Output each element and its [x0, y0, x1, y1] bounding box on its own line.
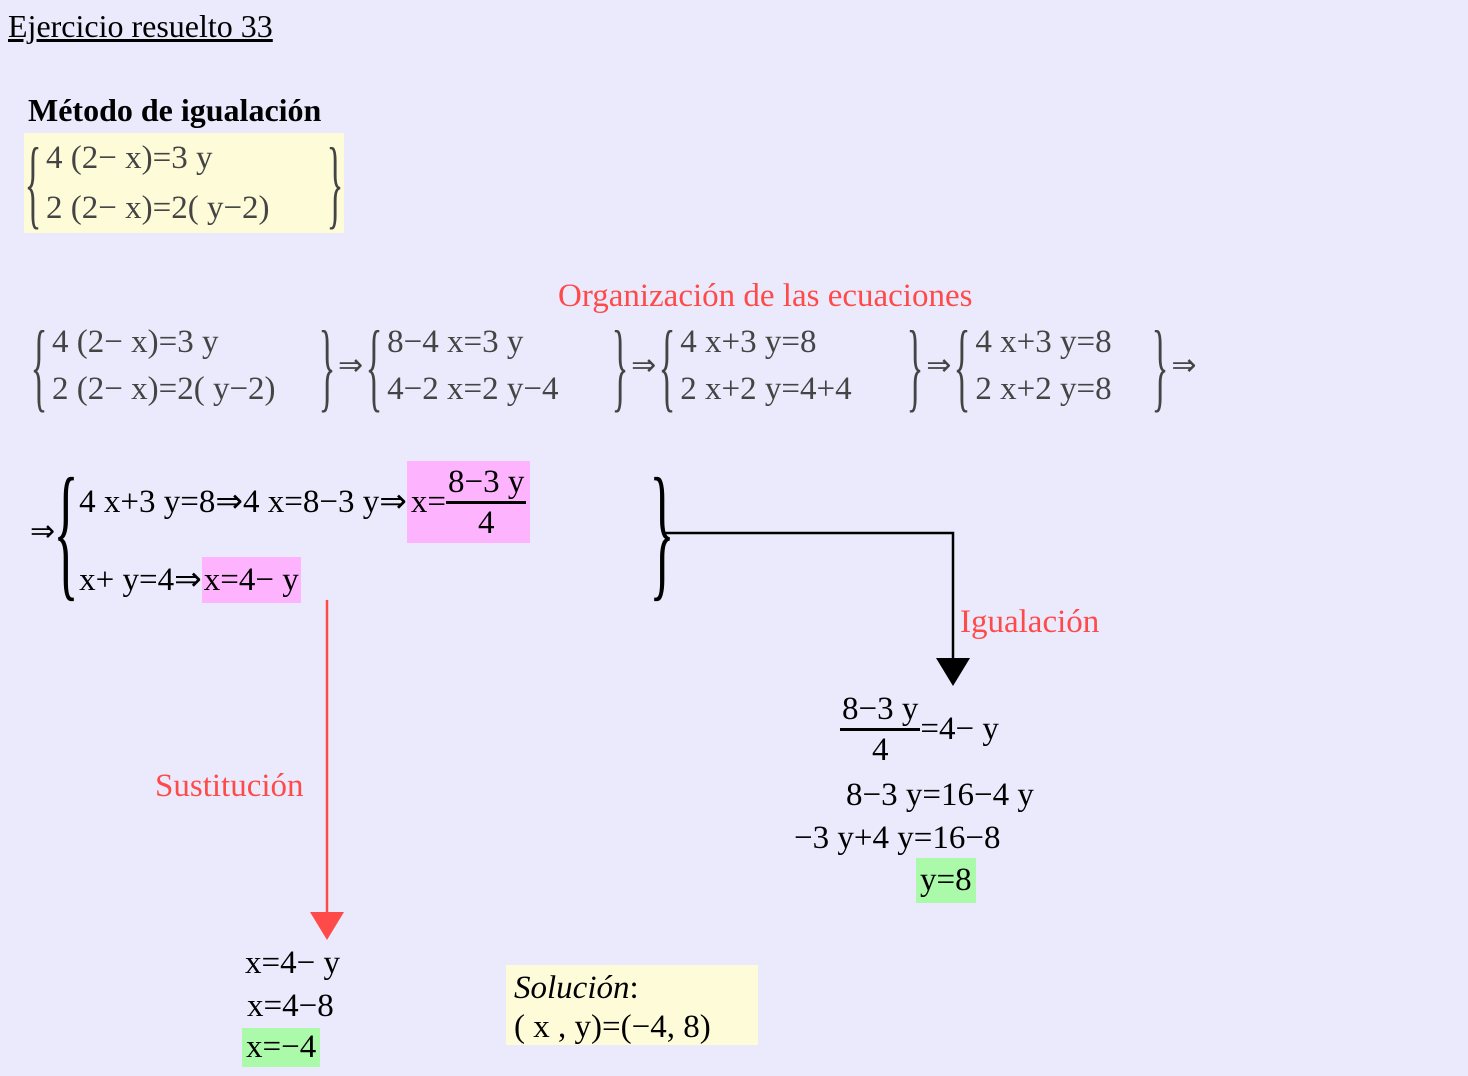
step-4-eq-2: 2 x+2 y=8 [975, 371, 1112, 408]
exercise-title: Ejercicio resuelto 33 [8, 8, 273, 44]
implies-arrow: ⇒ [338, 349, 364, 382]
y-result: y=8 [916, 858, 976, 903]
isolate-x-eq-1: 4 x+3 y=8⇒4 x=8−3 y⇒ [79, 484, 407, 520]
step-1-eq-2: 2 (2− x)=2( y−2) [52, 371, 276, 408]
isolate-x-eq-2: x+ y=4⇒ [79, 562, 202, 598]
equation-2: 2 (2− x)=2( y−2) [46, 190, 270, 226]
left-brace: { [24, 127, 42, 238]
step-4-eq-1: 4 x+3 y=8 [975, 323, 1112, 360]
implies-arrow: ⇒ [631, 349, 657, 382]
equalization-step-1: 8−3 y=16−4 y [846, 777, 1034, 813]
step-2-eq-1: 8−4 x=3 y [387, 323, 524, 360]
step-1-eq-1: 4 (2− x)=3 y [52, 323, 219, 360]
equation-1: 4 (2− x)=3 y [46, 140, 213, 176]
colon: : [629, 970, 639, 1006]
organization-label: Organización de las ecuaciones [558, 278, 973, 314]
right-brace: } [326, 127, 344, 238]
solution-value: ( x , y)=(−4, 8) [514, 1009, 711, 1045]
equalization-arrow [662, 531, 970, 686]
substitution-step-1: x=4− y [245, 945, 340, 981]
step-2-eq-2: 4−2 x=2 y−4 [387, 371, 559, 408]
solution-label: Solución [514, 970, 630, 1006]
method-heading: Método de igualación [28, 92, 322, 128]
x-result: x=−4 [242, 1028, 321, 1067]
substitution-step-2: x=4−8 [247, 988, 334, 1024]
denominator: 4 [871, 732, 889, 768]
implies-arrow: ⇒ [1171, 349, 1197, 382]
x-equals: x= [410, 484, 447, 520]
substitution-arrow [310, 600, 344, 940]
equalization-step-2: −3 y+4 y=16−8 [794, 820, 1001, 856]
x-result-2: x=4− y [201, 557, 301, 603]
implies-arrow: ⇒ [926, 349, 952, 382]
numerator: 8−3 y [446, 463, 527, 504]
equalization-label: Igualación [960, 604, 1100, 640]
substitution-label: Sustitución [155, 768, 304, 804]
rhs: =4− y [920, 711, 999, 747]
denominator: 4 [477, 504, 495, 541]
original-system: { 4 (2− x)=3 y 2 (2− x)=2( y−2) } [24, 133, 344, 233]
solution-box: Solución: ( x , y)=(−4, 8) [506, 965, 758, 1045]
step-3-eq-2: 2 x+2 y=4+4 [680, 371, 852, 408]
numerator: 8−3 y [840, 690, 921, 731]
implies-arrow: ⇒ [30, 514, 56, 548]
step-3-eq-1: 4 x+3 y=8 [680, 323, 817, 360]
